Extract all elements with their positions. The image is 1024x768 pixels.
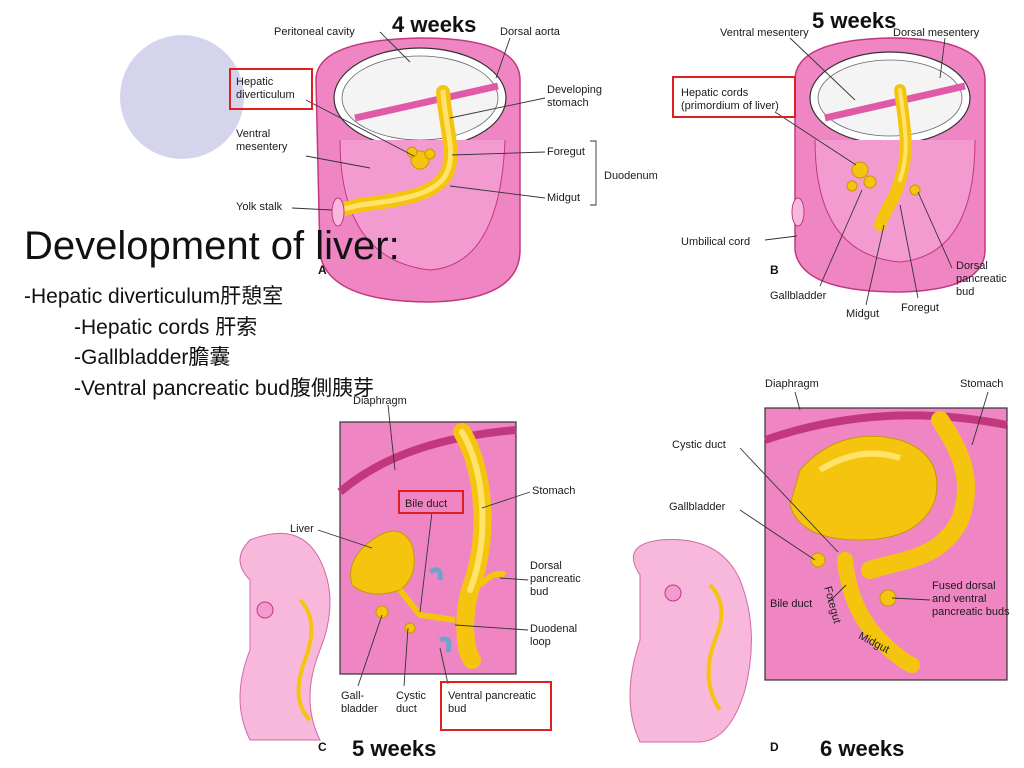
label-ventral-mesentery-a: Ventral mesentery — [236, 128, 288, 153]
panel-d-letter: D — [770, 740, 779, 754]
highlight-ventral-pancreatic-bud — [440, 681, 552, 731]
panel-b-letter: B — [770, 263, 779, 277]
panel-d-illustration — [629, 391, 1008, 743]
bullet-gallbladder: -Gallbladder膽囊 — [74, 346, 231, 369]
highlight-hepatic-cords — [672, 76, 796, 118]
label-gallbladder-d: Gallbladder — [669, 501, 726, 513]
label-dorsal-aorta: Dorsal aorta — [500, 26, 560, 38]
panel-c-week: 5 weeks — [352, 736, 437, 761]
label-gallbladder-c: Gall- bladder — [341, 690, 378, 715]
bullet-hepatic-diverticulum: -Hepatic diverticulum肝憩室 — [24, 285, 284, 308]
label-diaphragm-c: Diaphragm — [353, 395, 407, 407]
label-bile-duct-c: Bile duct — [405, 498, 448, 510]
highlight-hepatic-diverticulum — [229, 68, 313, 110]
decorative-circle — [120, 35, 244, 159]
label-foregut-a: Foregut — [547, 146, 585, 158]
panel-a-illustration — [291, 31, 597, 303]
label-cystic-duct-d: Cystic duct — [672, 439, 726, 451]
label-hepatic-cords: Hepatic cords (primordium of liver) — [681, 87, 779, 112]
panel-c-illustration — [239, 404, 531, 741]
label-stomach-d: Stomach — [960, 378, 1004, 390]
panel-a-week: 4 weeks — [392, 12, 477, 37]
label-cystic-duct-c: Cystic duct — [396, 690, 426, 715]
label-foregut-b: Foregut — [901, 302, 939, 314]
bullet-ventral-pancreatic-bud: -Ventral pancreatic bud腹側胰芽 — [74, 377, 374, 400]
label-duodenum: Duodenum — [604, 170, 658, 182]
label-developing-stomach: Developing stomach — [547, 84, 603, 109]
label-liver: Liver — [290, 523, 314, 535]
label-diaphragm-d: Diaphragm — [765, 378, 819, 390]
label-duodenal-loop: Duodenal loop — [530, 623, 578, 648]
label-gallbladder-b: Gallbladder — [770, 290, 827, 302]
panel-d-week: 6 weeks — [820, 736, 905, 761]
highlight-bile-duct — [398, 490, 464, 514]
label-peritoneal-cavity: Peritoneal cavity — [274, 26, 355, 38]
bullet-hepatic-cords: -Hepatic cords 肝索 — [74, 316, 258, 339]
panel-b-illustration — [764, 37, 986, 306]
panel-c-letter: C — [318, 740, 327, 754]
label-dorsal-mesentery: Dorsal mesentery — [893, 27, 980, 39]
label-dorsal-pancreatic-bud-c: Dorsal pancreatic bud — [530, 560, 581, 598]
label-hepatic-diverticulum: Hepatic diverticulum — [236, 76, 295, 101]
panel-b-week: 5 weeks — [812, 8, 897, 33]
panel-a-letter: A — [318, 263, 327, 277]
label-bile-duct-d: Bile duct — [770, 598, 813, 610]
label-stomach-c: Stomach — [532, 485, 576, 497]
label-ventral-mesentery-b: Ventral mesentery — [720, 27, 809, 39]
label-fused-pancreatic-buds: Fused dorsal and ventral pancreatic buds — [932, 580, 1010, 618]
label-midgut-b: Midgut — [846, 308, 880, 320]
label-yolk-stalk: Yolk stalk — [236, 201, 283, 213]
label-ventral-pancreatic-bud: Ventral pancreatic bud — [448, 690, 537, 715]
label-midgut-a: Midgut — [547, 192, 581, 204]
label-dorsal-pancreatic-bud-b: Dorsal pancreatic bud — [956, 260, 1007, 298]
label-umbilical-cord: Umbilical cord — [681, 236, 751, 248]
slide-title: Development of liver: — [24, 224, 400, 268]
